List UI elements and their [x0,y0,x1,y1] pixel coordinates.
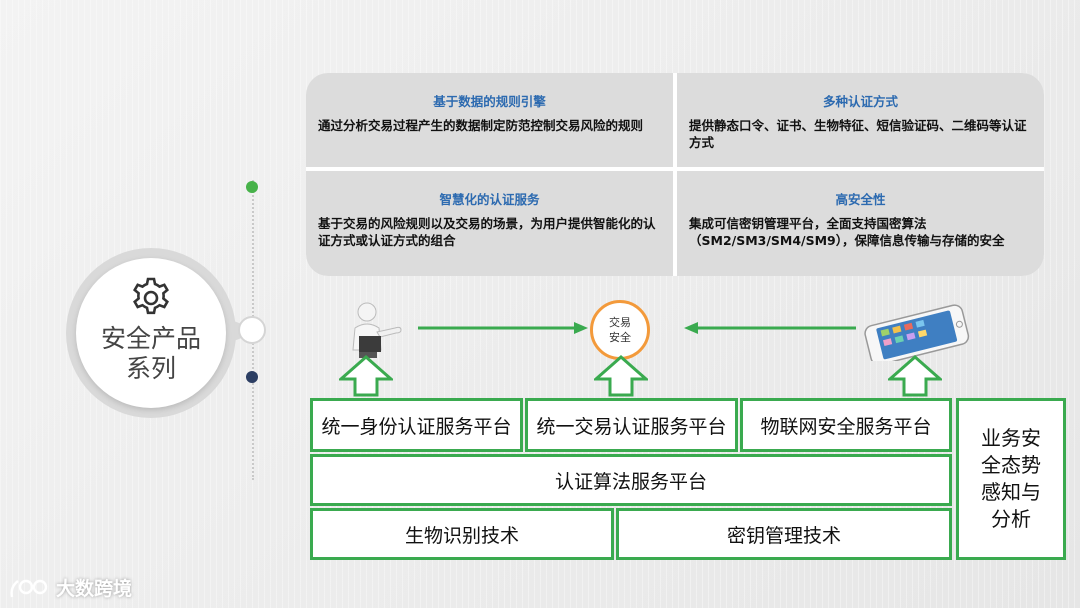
badge-title: 安全产品系列 [100,324,201,383]
feature-card-smart-auth: 智慧化的认证服务 基于交易的风险规则以及交易的场景，为用户提供智能化的认证方式或… [306,171,673,276]
biometric-tech: 生物识别技术 [310,508,614,560]
feature-desc: 通过分析交易过程产生的数据制定防范控制交易风险的规则 [318,118,644,133]
up-arrow-icon [594,355,648,397]
security-situation-analysis: 业务安全态势感知与分析 [956,398,1066,560]
security-label-line1: 交易 [609,316,631,329]
iot-security-platform: 物联网安全服务平台 [740,398,952,452]
up-arrow-icon [888,355,942,397]
watermark-text: 大数跨境 [56,578,133,600]
feature-title: 多种认证方式 [822,94,898,109]
transaction-security-circle: 交易 安全 [590,300,650,360]
timeline-dot-navy [246,371,258,383]
identity-auth-platform: 统一身份认证服务平台 [310,398,523,452]
arrow-left-icon [684,322,856,334]
feature-title: 基于数据的规则引擎 [433,94,546,109]
person-icon [352,302,402,358]
feature-desc: 集成可信密钥管理平台，全面支持国密算法（SM2/SM3/SM4/SM9），保障信… [689,216,1005,248]
smartphone-icon [864,304,970,361]
up-arrow-icon [339,355,393,397]
arrow-right-icon [418,322,588,334]
transaction-auth-platform: 统一交易认证服务平台 [525,398,738,452]
feature-card-rule-engine: 基于数据的规则引擎 通过分析交易过程产生的数据制定防范控制交易风险的规则 [306,73,673,167]
watermark-logo-icon [10,579,48,597]
feature-desc: 提供静态口令、证书、生物特征、短信验证码、二维码等认证方式 [689,118,1027,150]
feature-card-auth-methods: 多种认证方式 提供静态口令、证书、生物特征、短信验证码、二维码等认证方式 [677,73,1044,167]
security-label-line2: 安全 [609,331,631,344]
feature-desc: 基于交易的风险规则以及交易的场景，为用户提供智能化的认证方式或认证方式的组合 [318,216,656,248]
badge-connector [238,316,266,344]
auth-algorithm-platform: 认证算法服务平台 [310,454,952,506]
key-management-tech: 密钥管理技术 [616,508,952,560]
watermark: 大数跨境 [8,574,132,601]
feature-panel: 基于数据的规则引擎 通过分析交易过程产生的数据制定防范控制交易风险的规则 多种认… [306,73,1044,276]
section-badge: 安全产品系列 [76,258,226,408]
feature-title: 智慧化的认证服务 [439,192,540,207]
gear-icon [133,277,169,315]
feature-title: 高安全性 [835,192,886,207]
feature-card-high-security: 高安全性 集成可信密钥管理平台，全面支持国密算法（SM2/SM3/SM4/SM9… [677,171,1044,276]
timeline-dot-green [246,181,258,193]
